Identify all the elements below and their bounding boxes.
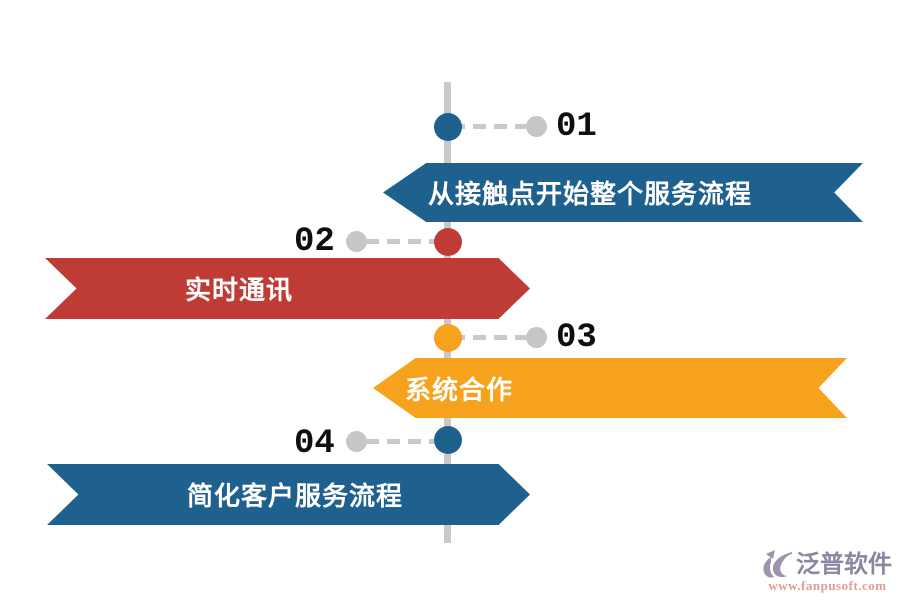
item-number: 04 (294, 425, 335, 463)
fanpu-logo-icon (763, 550, 793, 578)
node-marker-icon (434, 426, 462, 454)
connector-dot (526, 327, 547, 348)
ribbon-label: 从接触点开始整个服务流程 (428, 180, 753, 210)
connector-dashed-line (366, 439, 444, 444)
item-number: 02 (294, 223, 335, 261)
node-marker-icon (434, 324, 462, 352)
connector-dot (346, 231, 367, 252)
connector-dashed-line (452, 124, 530, 129)
connector-dashed-line (452, 335, 530, 340)
fanpu-logo: 泛普软件 www.fanpusoft.com (763, 550, 892, 594)
logo-text: 泛普软件 (796, 550, 892, 578)
connector-dashed-line (366, 239, 444, 244)
connector-dot (526, 116, 547, 137)
ribbon-banner: 简化客户服务流程 (47, 464, 530, 525)
node-marker-icon (434, 228, 462, 256)
node-marker-icon (434, 113, 462, 141)
item-number: 03 (556, 319, 597, 357)
item-number: 01 (556, 108, 597, 146)
ribbon-label: 简化客户服务流程 (187, 482, 404, 512)
ribbon-label: 实时通讯 (185, 276, 294, 306)
logo-website: www.fanpusoft.com (768, 578, 887, 593)
ribbon-label: 系统合作 (405, 375, 514, 406)
ribbon-banner: 系统合作 (373, 358, 847, 418)
ribbon-banner: 从接触点开始整个服务流程 (383, 163, 863, 222)
connector-dot (346, 431, 367, 452)
ribbon-banner: 实时通讯 (45, 258, 530, 319)
